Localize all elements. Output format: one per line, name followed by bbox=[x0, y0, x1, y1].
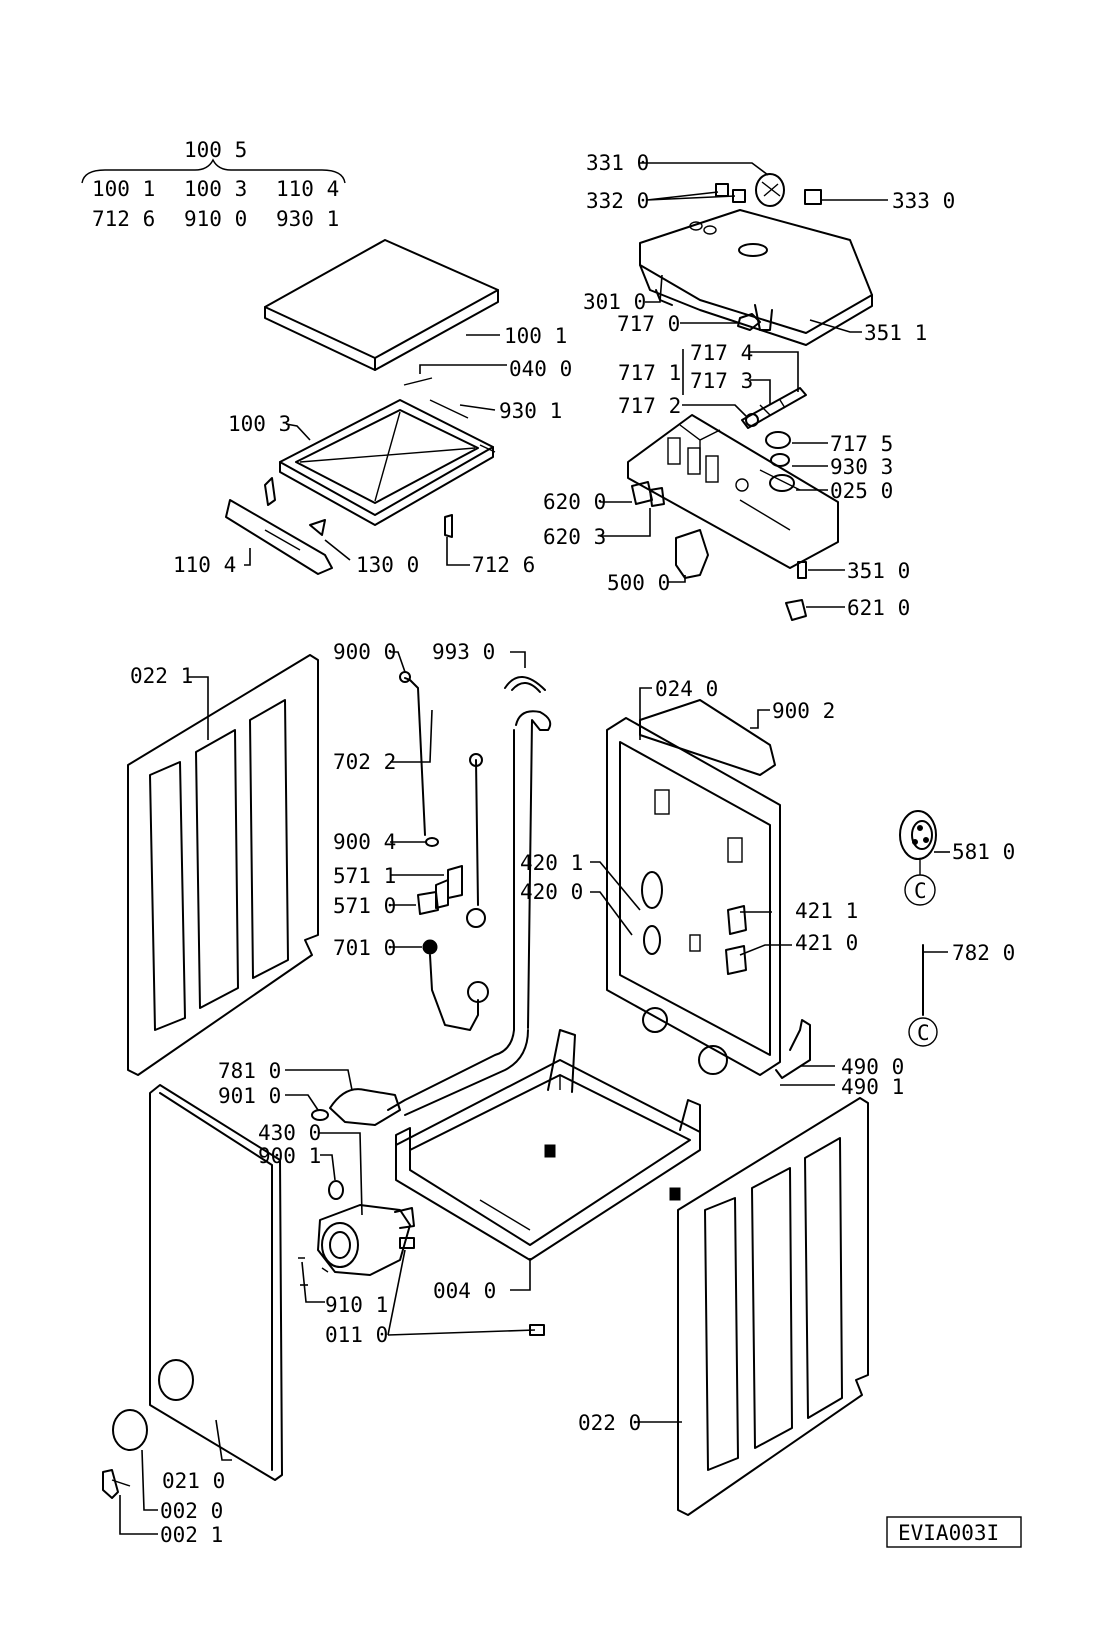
header-code-3: 110 4 bbox=[276, 177, 339, 201]
label-002-1: 002 1 bbox=[160, 1523, 223, 1547]
label-620-0: 620 0 bbox=[543, 490, 606, 514]
top-lid bbox=[264, 239, 499, 371]
label-717-2: 717 2 bbox=[618, 394, 681, 418]
label-301-0: 301 0 bbox=[583, 290, 646, 314]
label-712-6: 712 6 bbox=[472, 553, 535, 577]
front-trim bbox=[225, 499, 333, 575]
header-brace bbox=[81, 158, 346, 184]
label-717-5: 717 5 bbox=[830, 432, 893, 456]
label-910-1: 910 1 bbox=[325, 1293, 388, 1317]
drain-hose bbox=[515, 710, 552, 1029]
hose-right bbox=[475, 759, 479, 906]
hose-781 bbox=[329, 1088, 401, 1126]
label-002-0: 002 0 bbox=[160, 1499, 223, 1523]
label-901-0: 901 0 bbox=[218, 1084, 281, 1108]
electronic-board bbox=[627, 414, 839, 569]
header-parent-code: 100 5 bbox=[184, 138, 247, 162]
label-333-0: 333 0 bbox=[892, 189, 955, 213]
label-420-1: 420 1 bbox=[520, 851, 583, 875]
label-004-0: 004 0 bbox=[433, 1279, 496, 1303]
side-panel-left bbox=[127, 654, 319, 1076]
label-900-2: 900 2 bbox=[772, 699, 835, 723]
header-code-2: 100 3 bbox=[184, 177, 247, 201]
label-490-0: 490 0 bbox=[841, 1055, 904, 1079]
label-500-0: 500 0 bbox=[607, 571, 670, 595]
knob-331 bbox=[755, 173, 785, 207]
drain-pump bbox=[317, 1204, 415, 1276]
label-930-3: 930 3 bbox=[830, 455, 893, 479]
ref-circle-c2 bbox=[908, 1017, 938, 1047]
header-group: 100 5 100 1 100 3 110 4 712 6 910 0 930 … bbox=[81, 138, 346, 231]
label-900-1: 900 1 bbox=[258, 1144, 321, 1168]
label-331-0: 331 0 bbox=[586, 151, 649, 175]
label-571-1: 571 1 bbox=[333, 864, 396, 888]
header-code-4: 712 6 bbox=[92, 207, 155, 231]
label-430-0: 430 0 bbox=[258, 1121, 321, 1145]
label-900-0-top: 900 0 bbox=[333, 640, 396, 664]
ref-circle-c bbox=[904, 874, 936, 906]
label-332-0: 332 0 bbox=[586, 189, 649, 213]
pulley-581 bbox=[899, 810, 937, 860]
label-351-0: 351 0 bbox=[847, 559, 910, 583]
label-701-0: 701 0 bbox=[333, 936, 396, 960]
label-110-4: 110 4 bbox=[173, 553, 236, 577]
label-717-0: 717 0 bbox=[617, 312, 680, 336]
label-930-1: 930 1 bbox=[499, 399, 562, 423]
header-code-5: 910 0 bbox=[184, 207, 247, 231]
label-717-1: 717 1 bbox=[618, 361, 681, 385]
label-421-0: 421 0 bbox=[795, 931, 858, 955]
label-717-4: 717 4 bbox=[690, 341, 753, 365]
label-571-0: 571 0 bbox=[333, 894, 396, 918]
service-door bbox=[112, 1409, 148, 1451]
label-022-0: 022 0 bbox=[578, 1411, 641, 1435]
label-421-1: 421 1 bbox=[795, 899, 858, 923]
label-351-1: 351 1 bbox=[864, 321, 927, 345]
side-panel-right bbox=[677, 1097, 869, 1516]
label-782-0: 782 0 bbox=[952, 941, 1015, 965]
label-620-3: 620 3 bbox=[543, 525, 606, 549]
label-022-1: 022 1 bbox=[130, 664, 193, 688]
label-781-0: 781 0 bbox=[218, 1059, 281, 1083]
label-025-0: 025 0 bbox=[830, 479, 893, 503]
label-717-3: 717 3 bbox=[690, 369, 753, 393]
ref-letter-c2: C bbox=[917, 1021, 930, 1045]
hose-702 bbox=[404, 677, 426, 836]
header-code-6: 930 1 bbox=[276, 207, 339, 231]
back-panel bbox=[606, 699, 781, 1076]
label-993-0: 993 0 bbox=[432, 640, 495, 664]
label-581-0: 581 0 bbox=[952, 840, 1015, 864]
header-code-1: 100 1 bbox=[92, 177, 155, 201]
label-024-0: 024 0 bbox=[655, 677, 718, 701]
label-702-2: 702 2 bbox=[333, 750, 396, 774]
label-100-1: 100 1 bbox=[504, 324, 567, 348]
front-panel bbox=[149, 1084, 283, 1481]
label-420-0: 420 0 bbox=[520, 880, 583, 904]
ref-letter-c: C bbox=[914, 879, 927, 903]
label-040-0: 040 0 bbox=[509, 357, 572, 381]
top-frame bbox=[279, 399, 494, 526]
label-490-1: 490 1 bbox=[841, 1075, 904, 1099]
label-100-3: 100 3 bbox=[228, 412, 291, 436]
label-011-0: 011 0 bbox=[325, 1323, 388, 1347]
label-900-4: 900 4 bbox=[333, 830, 396, 854]
base-frame bbox=[395, 1029, 701, 1261]
label-621-0: 621 0 bbox=[847, 596, 910, 620]
label-130-0: 130 0 bbox=[356, 553, 419, 577]
drawing-code: EVIA003I bbox=[898, 1521, 999, 1545]
drawing-code-box bbox=[886, 1516, 1022, 1548]
label-021-0: 021 0 bbox=[162, 1469, 225, 1493]
